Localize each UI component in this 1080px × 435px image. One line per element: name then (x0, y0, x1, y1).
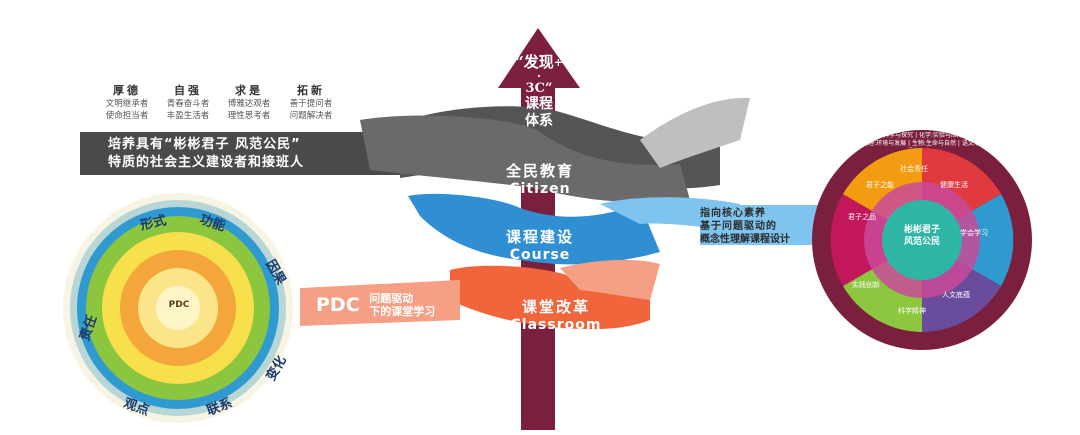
classroom-en: Classroom (510, 317, 602, 333)
trait-2-head: 自强 (174, 84, 202, 97)
citizen-band-tail (640, 97, 750, 168)
arrow-head (498, 28, 580, 110)
pdc-callout: PDC 问题驱动 下的课堂学习 (316, 292, 435, 318)
trait-2-line1: 青春奋斗者 (166, 99, 210, 109)
trait-4-line2: 问题解决者 (289, 111, 333, 121)
right-wheel-label-1: 社会责任 (900, 165, 928, 173)
pdc-callout-bar (300, 280, 460, 326)
citizen-band (360, 115, 690, 203)
arrow-quote-close: ” (544, 81, 553, 96)
arrow-3c: 3C (525, 81, 545, 96)
trait-4-head: 拓新 (297, 84, 325, 97)
pdc-callout-line2: 下的课堂学习 (369, 305, 436, 318)
trait-3-line2: 理性思考者 (227, 111, 271, 121)
trait-3-line1: 博雅达观者 (227, 99, 271, 109)
trait-4: 拓新 善于提问者 问题解决者 (276, 82, 346, 122)
pdc-callout-title: PDC (316, 294, 360, 316)
course-callout-bar (700, 205, 820, 245)
classroom-label: 课堂改革 Classroom (496, 296, 616, 333)
citizen-cn: 全民教育 (505, 162, 574, 180)
right-callout: 指向核心素养 基于问题驱动的 概念性理解课程设计 (700, 207, 822, 246)
arrow-found: 发现 (523, 53, 554, 71)
right-callout-line3: 概念性理解课程设计 (700, 234, 790, 245)
right-wheel-label-5: 科学精神 (898, 307, 926, 315)
left-wheel-center: PDC (168, 300, 190, 310)
right-wheel-label-4: 人文底蕴 (942, 291, 970, 299)
right-wheel-center (882, 200, 962, 280)
trait-2: 自强 青春奋斗者 丰盈生活者 (153, 82, 223, 122)
left-wheel (63, 193, 293, 423)
course-cn: 课程建设 (505, 228, 574, 246)
trait-1: 厚德 文明继承者 使命担当者 (92, 82, 162, 122)
trait-1-line1: 文明继承者 (105, 99, 149, 109)
goal-banner (80, 132, 400, 175)
right-wheel-label-6: 实践创新 (852, 281, 880, 289)
trait-3-head: 求是 (235, 84, 263, 97)
arrow-label: “发现+ · 3C” 课程 体系 (504, 54, 574, 130)
trait-2-line2: 丰盈生活者 (166, 111, 210, 121)
arrow-plus: + (553, 56, 563, 69)
right-wheel-center-line1: 彬彬君子 (903, 225, 940, 235)
trait-4-line1: 善于提问者 (289, 99, 333, 109)
trait-3: 求是 博雅达观者 理性思考者 (214, 82, 284, 122)
classroom-cn: 课堂改革 (521, 298, 590, 316)
trait-1-line2: 使命担当者 (105, 111, 149, 121)
arrow-dot: · (536, 69, 542, 83)
right-wheel (812, 130, 1032, 350)
course-label: 课程建设 Course (500, 226, 580, 263)
right-wheel-center-text: 彬彬君子 风范公民 (888, 224, 956, 248)
trait-1-head: 厚德 (113, 84, 141, 97)
right-wheel-outer-ring-text: 数学:数据与逻辑 | 物理:科学与探究 | 化学:实验与应用 | 道法:认识与行… (818, 132, 1026, 147)
arrow-course: 课程 (525, 96, 553, 112)
right-wheel-label-2: 健康生活 (940, 181, 968, 189)
goal-line-1: 培养具有“彬彬君子 风范公民” (108, 137, 301, 152)
course-band (408, 193, 660, 265)
course-en: Course (509, 247, 571, 263)
citizen-label: 全民教育 Citizen (500, 160, 580, 197)
arrow-quote-open: “ (515, 53, 524, 71)
right-wheel-label-7: 君子之品 (848, 213, 876, 221)
right-callout-line1: 指向核心素养 (700, 208, 766, 219)
right-wheel-label-8: 君子之能 (866, 181, 894, 189)
pdc-callout-line1: 问题驱动 (369, 292, 414, 305)
right-wheel-center-line2: 风范公民 (903, 237, 940, 247)
goal-line-2: 特质的社会主义建设者和接班人 (108, 155, 305, 170)
right-callout-line2: 基于问题驱动的 (700, 221, 777, 232)
classroom-band-tail (560, 259, 660, 300)
right-wheel-label-3: 学会学习 (960, 229, 988, 237)
left-wheel-core (156, 286, 200, 330)
citizen-en: Citizen (509, 181, 571, 197)
arrow-system: 体系 (525, 113, 553, 129)
goal-text: 培养具有“彬彬君子 风范公民” 特质的社会主义建设者和接班人 (108, 136, 304, 172)
